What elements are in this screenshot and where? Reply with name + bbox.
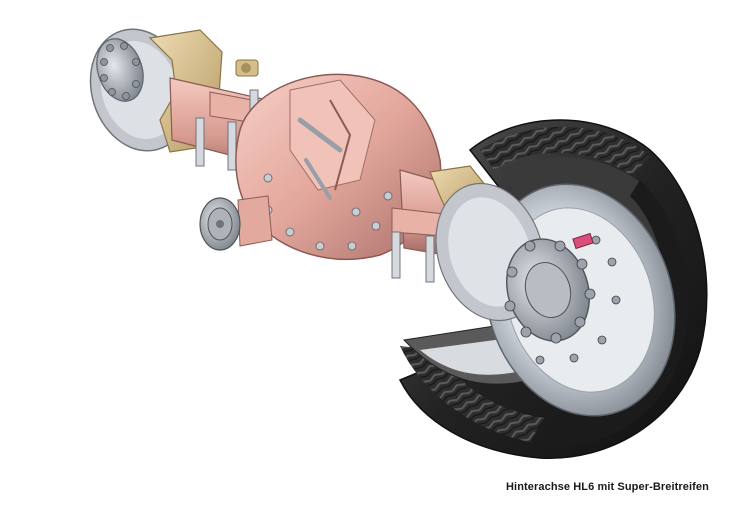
right-wheel xyxy=(398,119,708,459)
right-spring-seat xyxy=(391,207,445,283)
left-hub xyxy=(96,38,144,102)
tire-marker xyxy=(572,232,594,250)
left-wheel-end xyxy=(89,28,259,153)
tire-tread-lower xyxy=(400,346,544,442)
left-hub-bolts xyxy=(100,42,140,100)
tire-tread xyxy=(480,126,650,176)
right-hub-bolts xyxy=(504,235,621,365)
figure-caption: Hinterachse HL6 mit Super-Breitreifen xyxy=(506,481,709,493)
pinion-flange xyxy=(199,195,273,251)
housing-bolts xyxy=(263,173,393,251)
